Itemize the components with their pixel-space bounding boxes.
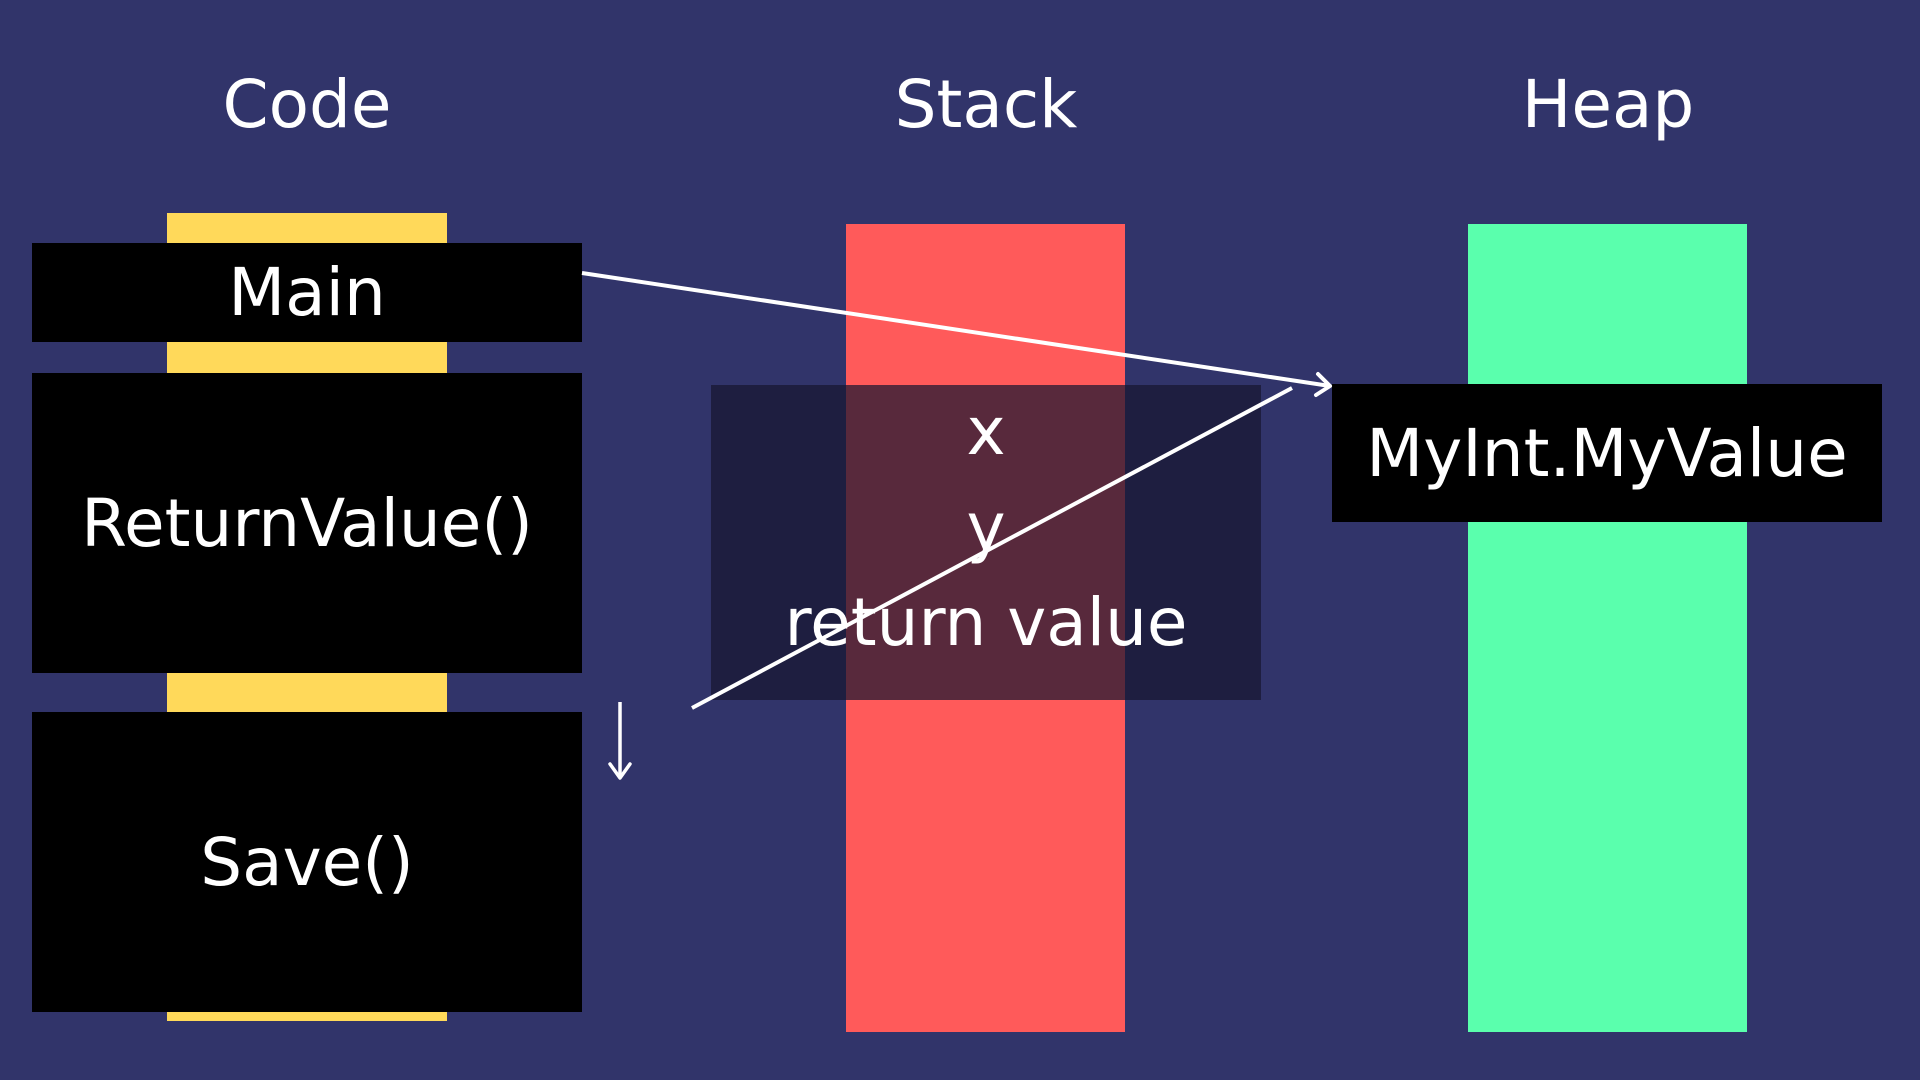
stack-heading: Stack	[894, 66, 1078, 143]
code-frame-main-label: Main	[228, 254, 386, 331]
code-heading: Code	[222, 66, 392, 143]
return-line	[691, 386, 1293, 710]
down-arrow-icon	[608, 702, 632, 780]
code-frame-save-label: Save()	[200, 823, 414, 901]
heap-object-myvalue: MyInt.MyValue	[1332, 384, 1882, 522]
code-frame-return-value: ReturnValue()	[32, 373, 582, 673]
heap-heading: Heap	[1521, 66, 1695, 143]
code-frame-return-value-label: ReturnValue()	[81, 484, 533, 562]
heap-column	[1468, 224, 1747, 1032]
heap-object-myvalue-label: MyInt.MyValue	[1366, 414, 1848, 492]
code-frame-main: Main	[32, 243, 582, 342]
stack-item-x: x	[966, 393, 1006, 470]
right-arrow-icon	[581, 271, 1332, 397]
code-frame-save: Save()	[32, 712, 582, 1012]
